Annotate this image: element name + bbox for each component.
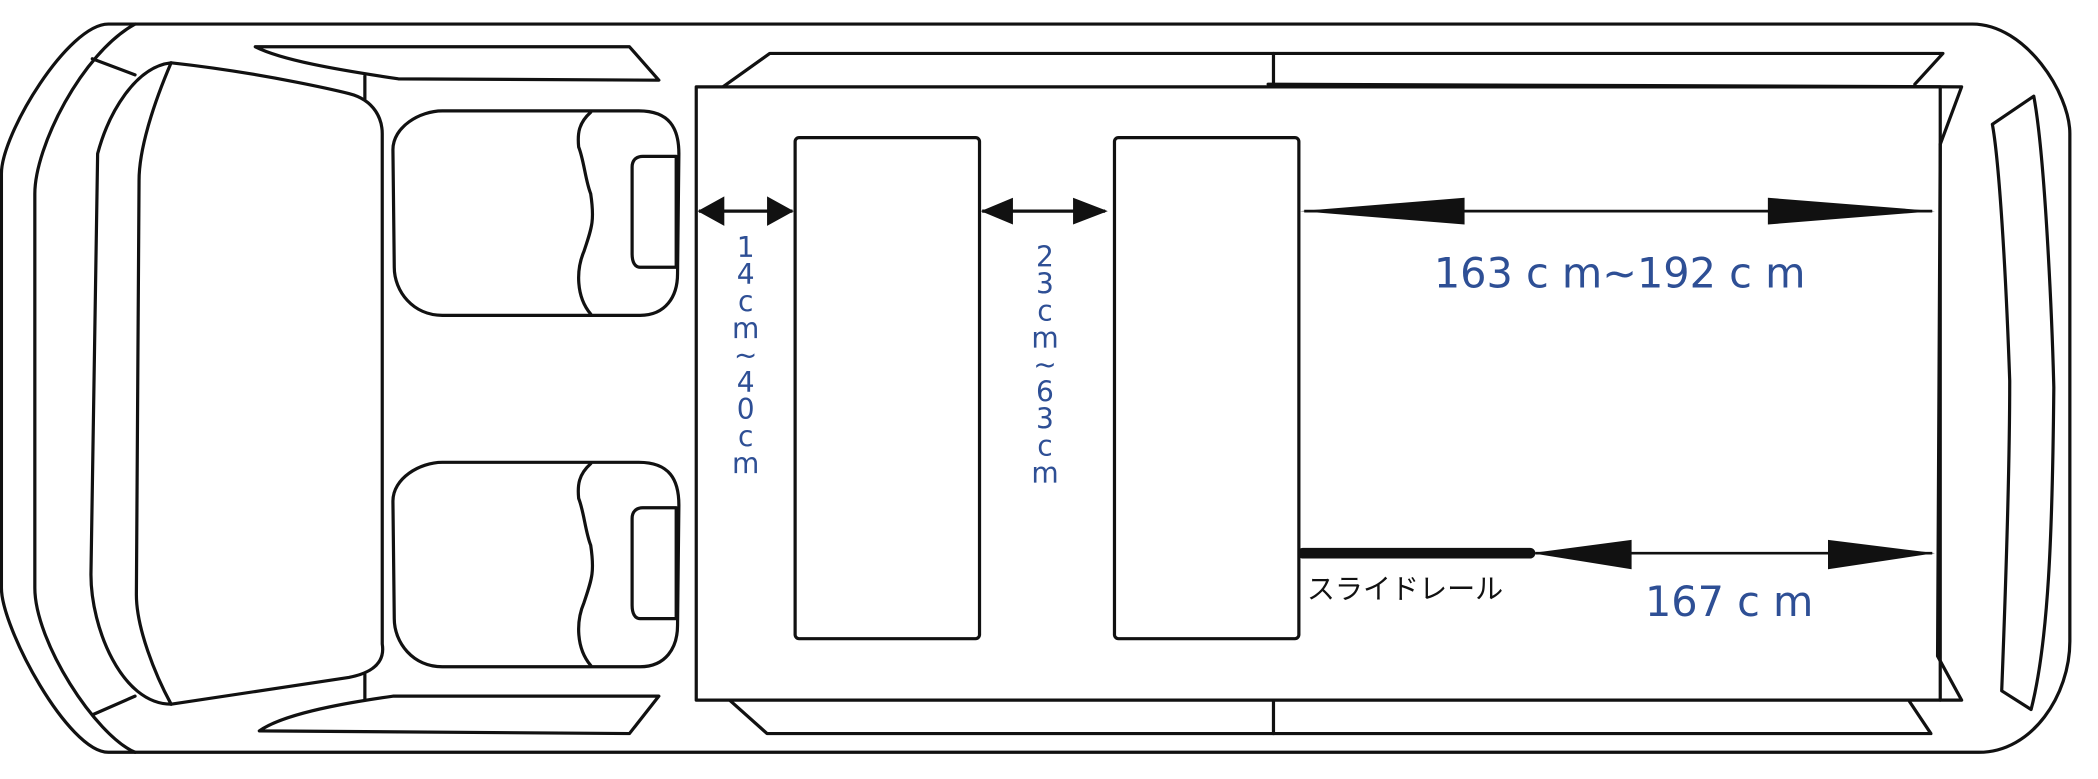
front-gap-label: 14cm~40cm [729, 231, 762, 474]
seat-fourth-row [1112, 136, 1301, 641]
rear-length-label: 163 c m~192 c m [1434, 249, 1806, 297]
second-row-seat-top [391, 109, 681, 317]
middle-gap-label: 23cm~63cm [1028, 241, 1061, 484]
front-seat [89, 61, 385, 706]
dimension-arrow-front-gap [697, 196, 794, 226]
side-mirror-top [253, 45, 661, 101]
van-body [0, 22, 2072, 754]
dimension-arrow-rail-length [1531, 539, 1935, 570]
dimension-arrow-rear-length [1300, 197, 1935, 225]
seat-third-row [793, 136, 982, 641]
dimension-arrow-middle-gap [980, 197, 1108, 225]
cargo-area [694, 51, 1964, 736]
side-mirror-bottom [257, 673, 661, 736]
rear-bumper [1990, 94, 2056, 712]
second-row-seat-bottom [391, 460, 681, 669]
slide-rail-label: スライドレール [1307, 573, 1503, 606]
rail-length-label: 167 c m [1645, 578, 1813, 626]
